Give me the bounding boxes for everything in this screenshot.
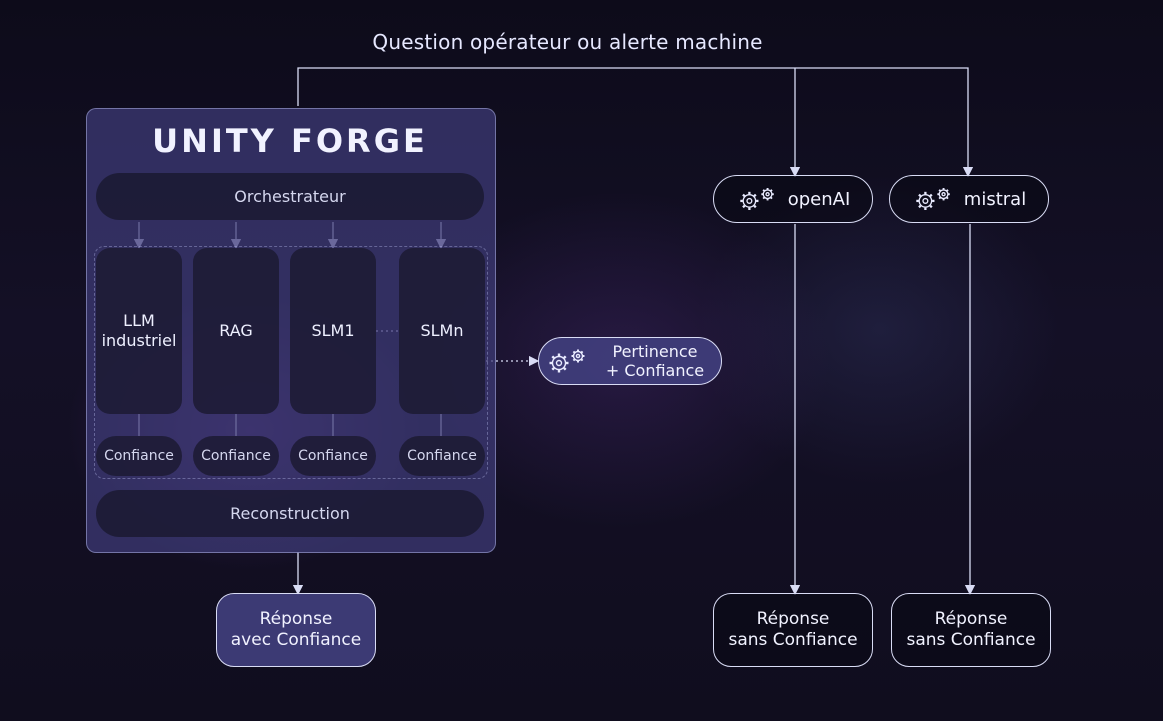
- mistral-node: mistral: [889, 175, 1049, 223]
- response-mistral: Réponse sans Confiance: [891, 593, 1051, 667]
- confidence-pill-slmn: Confiance: [399, 436, 485, 476]
- orchestrator-label: Orchestrateur: [234, 187, 346, 206]
- confidence-pill-slm1: Confiance: [290, 436, 376, 476]
- models-area: [94, 246, 488, 479]
- unity-forge-logo: UNITY FORGE: [152, 122, 428, 160]
- model-llm-line1: LLM: [123, 311, 155, 330]
- model-card-rag: RAG: [193, 248, 279, 414]
- model-llm-line2: industriel: [101, 331, 177, 350]
- gears-icon: [912, 184, 956, 214]
- model-card-slm1: SLM1: [290, 248, 376, 414]
- response-mistral-line2: sans Confiance: [906, 630, 1036, 650]
- response-openai: Réponse sans Confiance: [713, 593, 873, 667]
- confidence-pill-rag: Confiance: [193, 436, 279, 476]
- reconstruction-label: Reconstruction: [230, 504, 350, 523]
- model-rag-label: RAG: [219, 321, 253, 340]
- pertinence-line1: Pertinence: [612, 342, 698, 361]
- top-branch-line: [297, 67, 974, 178]
- response-uf-line1: Réponse: [259, 609, 333, 629]
- openai-label: openAI: [787, 188, 851, 210]
- mistral-label: mistral: [963, 188, 1027, 210]
- gears-icon: [545, 346, 591, 376]
- response-uf-line2: avec Confiance: [230, 630, 362, 650]
- reconstruction-bar: Reconstruction: [96, 490, 484, 537]
- model-card-llm: LLM industriel: [96, 248, 182, 414]
- diagram-title: Question opérateur ou alerte machine: [372, 30, 763, 54]
- gears-icon: [736, 184, 780, 214]
- confidence-pill-llm: Confiance: [96, 436, 182, 476]
- model-card-slmn: SLMn: [399, 248, 485, 414]
- response-openai-line1: Réponse: [756, 609, 830, 629]
- pertinence-node: Pertinence + Confiance: [538, 337, 722, 385]
- orchestrator-bar: Orchestrateur: [96, 173, 484, 220]
- response-mistral-line1: Réponse: [934, 609, 1008, 629]
- pertinence-line2: + Confiance: [605, 361, 705, 380]
- model-slmn-label: SLMn: [420, 321, 464, 340]
- response-with-confidence: Réponse avec Confiance: [216, 593, 376, 667]
- response-openai-line2: sans Confiance: [728, 630, 858, 650]
- model-slm1-label: SLM1: [311, 321, 355, 340]
- openai-node: openAI: [713, 175, 873, 223]
